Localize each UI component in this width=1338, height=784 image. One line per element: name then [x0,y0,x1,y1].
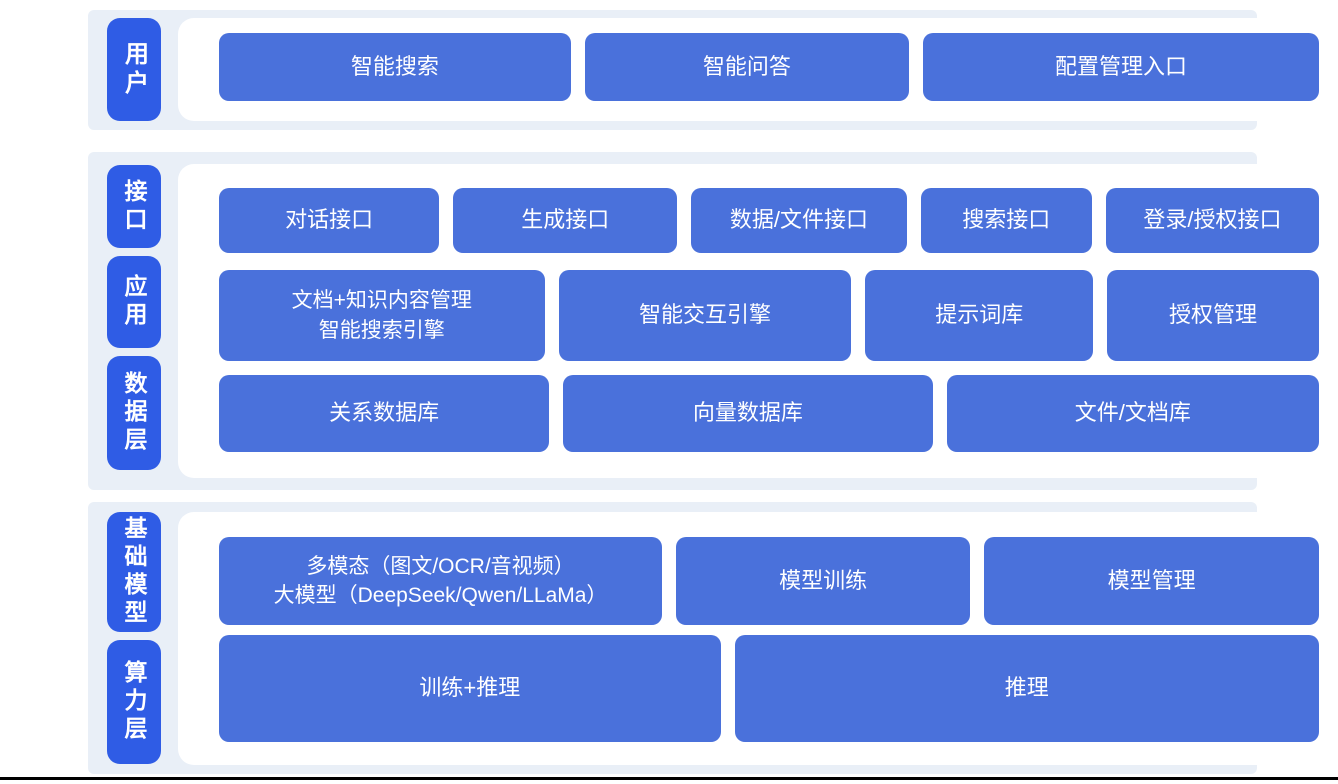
box-label: 模型训练 [779,567,868,593]
box-data-file-api: 数据/文件接口 [691,188,907,253]
box-label: 对话接口 [285,207,374,233]
box-auth-management: 授权管理 [1107,270,1319,361]
box-label-line1: 文档+知识内容管理 [291,289,472,313]
box-training-inference: 训练+推理 [219,635,721,742]
row-compute: 训练+推理 推理 [219,635,1319,742]
box-smart-qa: 智能问答 [584,33,910,101]
box-dialog-api: 对话接口 [219,188,440,253]
row-data-stores: 关系数据库 向量数据库 文件/文档库 [219,375,1319,452]
box-label: 智能交互引擎 [638,302,771,328]
box-label: 智能问答 [702,53,791,79]
box-label-line2: 智能搜索引擎 [318,318,445,342]
row-foundation-models: 多模态（图文/OCR/音视频） 大模型（DeepSeek/Qwen/LLaMa）… [219,537,1319,625]
box-label: 模型管理 [1107,567,1196,593]
box-label: 训练+推理 [419,675,521,701]
box-search-api: 搜索接口 [920,188,1092,253]
box-multimodal-llm: 多模态（图文/OCR/音视频） 大模型（DeepSeek/Qwen/LLaMa） [219,537,663,625]
box-label-line2: 大模型（DeepSeek/Qwen/LLaMa） [273,584,608,607]
box-label: 配置管理入口 [1055,53,1188,79]
box-file-doc-store: 文件/文档库 [946,375,1319,452]
row-interfaces: 对话接口 生成接口 数据/文件接口 搜索接口 登录/授权接口 [219,188,1319,253]
row-user-entries: 智能搜索 智能问答 配置管理入口 [219,33,1319,101]
box-smart-interaction-engine: 智能交互引擎 [558,270,852,361]
box-label: 数据/文件接口 [729,207,869,233]
box-label: 生成接口 [521,207,610,233]
layer-label-interface: 接口 [107,165,161,248]
layer-label-foundation-model: 基础模型 [107,512,161,632]
box-login-auth-api: 登录/授权接口 [1105,188,1319,253]
box-label-line1: 多模态（图文/OCR/音视频） [306,554,575,578]
box-model-management: 模型管理 [984,537,1319,625]
box-model-training: 模型训练 [676,537,971,625]
box-relational-db: 关系数据库 [219,375,550,452]
box-prompt-library: 提示词库 [865,270,1094,361]
box-label: 文件/文档库 [1074,400,1191,426]
box-label: 向量数据库 [692,400,803,426]
box-config-entry: 配置管理入口 [923,33,1319,101]
bottom-divider [0,777,1338,780]
panel-middle-layers: 对话接口 生成接口 数据/文件接口 搜索接口 登录/授权接口 文档+知识内容管 [178,164,1338,478]
box-label: 关系数据库 [329,400,440,426]
box-vector-db: 向量数据库 [563,375,933,452]
box-generation-api: 生成接口 [453,188,678,253]
layer-label-application: 应用 [107,256,161,348]
panel-base-layers: 多模态（图文/OCR/音视频） 大模型（DeepSeek/Qwen/LLaMa）… [178,512,1338,765]
box-doc-knowledge-search-engine: 文档+知识内容管理 智能搜索引擎 [219,270,545,361]
layer-label-compute-layer: 算力层 [107,640,161,764]
layer-label-data-layer: 数据层 [107,356,161,470]
box-label: 推理 [1004,675,1049,701]
box-inference: 推理 [734,635,1319,742]
box-label: 授权管理 [1169,302,1258,328]
box-smart-search: 智能搜索 [219,33,571,101]
row-applications: 文档+知识内容管理 智能搜索引擎 智能交互引擎 提示词库 授权管理 [219,270,1319,361]
box-label: 搜索接口 [962,207,1051,233]
box-label: 登录/授权接口 [1143,207,1282,233]
box-label: 智能搜索 [350,53,439,79]
band-middle-layers: 接口 应用 数据层 对话接口 生成接口 数据/文件接口 搜索接口 登录/授权接口 [88,152,1338,490]
band-base-layers: 基础模型 算力层 多模态（图文/OCR/音视频） 大模型（DeepSeek/Qw… [88,502,1338,774]
band-user-layer: 用户 智能搜索 智能问答 配置管理入口 [88,10,1338,130]
panel-user-layer: 智能搜索 智能问答 配置管理入口 [178,18,1338,121]
layer-label-user: 用户 [107,18,161,121]
box-label: 提示词库 [935,302,1024,328]
